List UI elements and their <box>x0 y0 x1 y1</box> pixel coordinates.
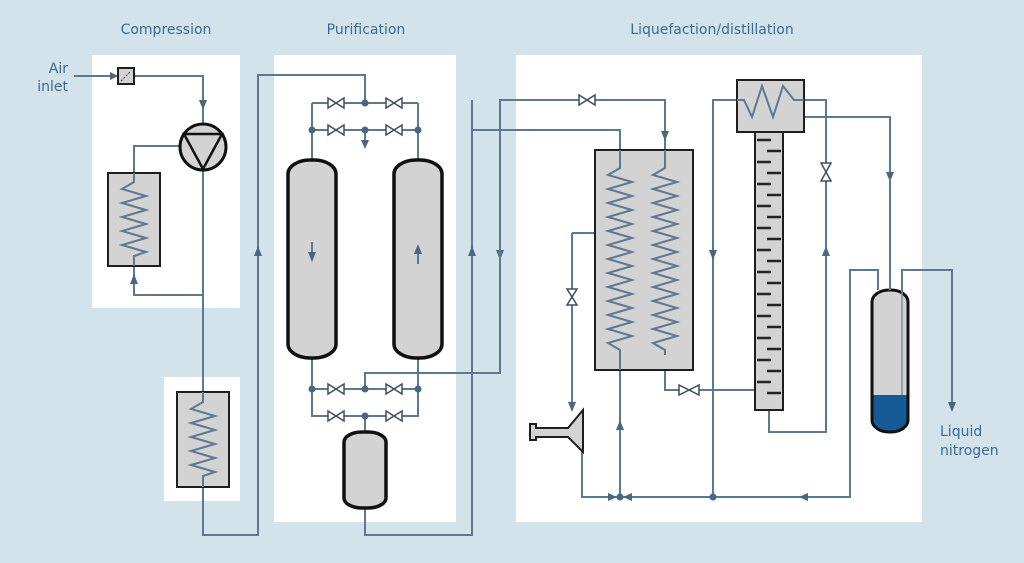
liquefaction-piping <box>472 99 956 501</box>
section-title-liquefaction: Liquefaction/distillation <box>630 22 793 38</box>
intercooler <box>107 172 161 267</box>
air-filter <box>117 67 135 85</box>
liquid-nitrogen-label-line2: nitrogen <box>940 443 999 459</box>
condenser <box>736 79 805 133</box>
expansion-turbine <box>529 407 584 455</box>
compression-piping <box>74 72 366 536</box>
adsorber-left <box>286 158 338 360</box>
section-title-compression: Compression <box>121 22 212 38</box>
liquefaction-valves <box>565 162 833 397</box>
buffer-vessel <box>342 430 388 510</box>
section-title-purification: Purification <box>327 22 406 38</box>
aftercooler <box>176 391 230 488</box>
main-heat-exchanger <box>594 149 694 371</box>
adsorber-right <box>392 158 444 360</box>
column-trays <box>757 138 781 395</box>
purification-junctions <box>308 99 422 420</box>
air-inlet-label-line1: Air <box>49 61 68 77</box>
liquid-nitrogen-tank <box>870 270 910 434</box>
purification-valves <box>327 93 596 423</box>
liquid-nitrogen-label-line1: Liquid <box>940 424 982 440</box>
distillation-column <box>754 129 784 411</box>
air-inlet-label-line2: inlet <box>37 79 68 95</box>
compressor <box>178 122 228 172</box>
